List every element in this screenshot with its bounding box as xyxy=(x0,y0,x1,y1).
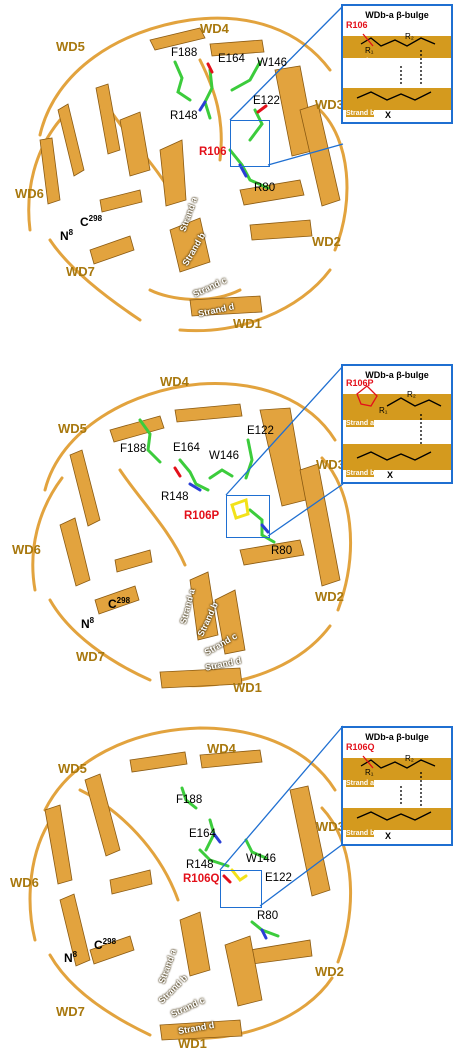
inset-title: WDb-a β-bulge xyxy=(365,732,429,742)
panel-r106q: WD5 WD4 WD3 WD2 WD1 WD6 WD7 F188 E164 W1… xyxy=(0,700,456,1050)
n-terminus: N8 xyxy=(81,616,95,631)
inset-strand-b: Strand b xyxy=(346,830,375,837)
domain-label-wd7: WD7 xyxy=(66,264,95,279)
inset-r2: R₂ xyxy=(405,32,414,41)
residue-e122: E122 xyxy=(265,872,292,884)
n-terminus: N8 xyxy=(60,228,74,243)
domain-label-wd4: WD4 xyxy=(207,741,236,756)
domain-label-wd5: WD5 xyxy=(58,761,87,776)
residue-w146: W146 xyxy=(257,57,288,69)
domain-label-wd4: WD4 xyxy=(160,374,189,389)
inset-r1: R₁ xyxy=(365,768,374,777)
inset-strand-a: Strand a xyxy=(346,420,375,427)
zoom-box xyxy=(220,870,262,908)
domain-label-wd1: WD1 xyxy=(178,1036,207,1051)
domain-label-wd2: WD2 xyxy=(315,589,344,604)
residue-r148: R148 xyxy=(170,110,198,122)
inset-r2: R₂ xyxy=(407,390,416,399)
residue-e164: E164 xyxy=(218,53,245,65)
domain-label-wd5: WD5 xyxy=(58,421,87,436)
inset-strand-b: Strand b xyxy=(346,110,375,117)
inset-r2: R₂ xyxy=(405,754,414,763)
domain-label-wd3: WD3 xyxy=(316,457,345,472)
c-terminus: C298 xyxy=(108,596,131,611)
wd40-propeller-ribbon xyxy=(28,725,352,1041)
domain-label-wd6: WD6 xyxy=(15,186,44,201)
panel-wild-type: WD5 WD4 WD3 WD2 WD1 WD6 WD7 F188 E164 W1… xyxy=(0,0,456,350)
residue-e122: E122 xyxy=(253,95,280,107)
mutation-label: R106P xyxy=(184,510,220,522)
beta-bulge-inset: WDb-a β-bulge R106Q R₁ R₂ Strand a Stran… xyxy=(341,726,453,846)
residue-r148: R148 xyxy=(186,859,214,871)
residue-r80: R80 xyxy=(257,910,279,922)
residue-w146: W146 xyxy=(209,450,240,462)
domain-label-wd5: WD5 xyxy=(56,39,85,54)
inset-title: WDb-a β-bulge xyxy=(365,10,429,20)
inset-x: X xyxy=(385,110,392,120)
domain-label-wd6: WD6 xyxy=(10,875,39,890)
residue-r80: R80 xyxy=(271,545,293,557)
residue-f188: F188 xyxy=(171,47,198,59)
beta-bulge-schematic xyxy=(343,33,451,110)
inset-x: X xyxy=(387,470,394,480)
inset-residue: R106 xyxy=(346,20,368,30)
residue-e164: E164 xyxy=(173,442,200,454)
beta-bulge-schematic xyxy=(343,385,451,470)
domain-label-wd3: WD3 xyxy=(315,97,344,112)
residue-w146: W146 xyxy=(246,853,277,865)
residue-r148: R148 xyxy=(161,491,189,503)
inset-residue: R106Q xyxy=(346,742,375,752)
residue-r80: R80 xyxy=(254,182,276,194)
inset-strand-a: Strand a xyxy=(346,780,375,787)
inset-residue: R106P xyxy=(346,378,374,388)
domain-label-wd1: WD1 xyxy=(233,680,262,695)
residue-f188: F188 xyxy=(176,794,203,806)
domain-label-wd7: WD7 xyxy=(56,1004,85,1019)
residue-f188: F188 xyxy=(120,443,147,455)
domain-label-wd4: WD4 xyxy=(200,21,229,36)
beta-bulge-inset: WDb-a β-bulge R106 R₁ R₂ Strand a Strand… xyxy=(341,4,453,124)
domain-label-wd7: WD7 xyxy=(76,649,105,664)
c-terminus: C298 xyxy=(94,937,117,952)
panel-r106p: WD5 WD4 WD3 WD2 WD1 WD6 WD7 F188 E164 W1… xyxy=(0,350,456,700)
residue-e164: E164 xyxy=(189,828,216,840)
mutation-label: R106Q xyxy=(183,873,220,885)
wd40-propeller-ribbon xyxy=(27,5,349,333)
inset-strand-b: Strand b xyxy=(346,470,375,477)
beta-bulge-inset: WDb-a β-bulge R106P R₁ R₂ Strand a Stran… xyxy=(341,364,453,484)
zoom-box xyxy=(230,120,270,167)
residue-e122: E122 xyxy=(247,425,274,437)
c-terminus: C298 xyxy=(80,214,103,229)
inset-r1: R₁ xyxy=(365,46,374,55)
n-terminus: N8 xyxy=(64,950,78,965)
domain-label-wd2: WD2 xyxy=(312,234,341,249)
beta-bulge-schematic xyxy=(343,755,451,830)
domain-label-wd3: WD3 xyxy=(316,819,345,834)
wd40-propeller-ribbon xyxy=(31,365,353,689)
domain-label-wd2: WD2 xyxy=(315,964,344,979)
inset-title: WDb-a β-bulge xyxy=(365,370,429,380)
inset-strand-a: Strand a xyxy=(346,58,375,65)
mutation-label: R106 xyxy=(199,146,227,158)
domain-label-wd6: WD6 xyxy=(12,542,41,557)
domain-label-wd1: WD1 xyxy=(233,316,262,331)
inset-x: X xyxy=(385,831,392,841)
inset-r1: R₁ xyxy=(379,406,388,415)
zoom-box xyxy=(226,495,270,538)
